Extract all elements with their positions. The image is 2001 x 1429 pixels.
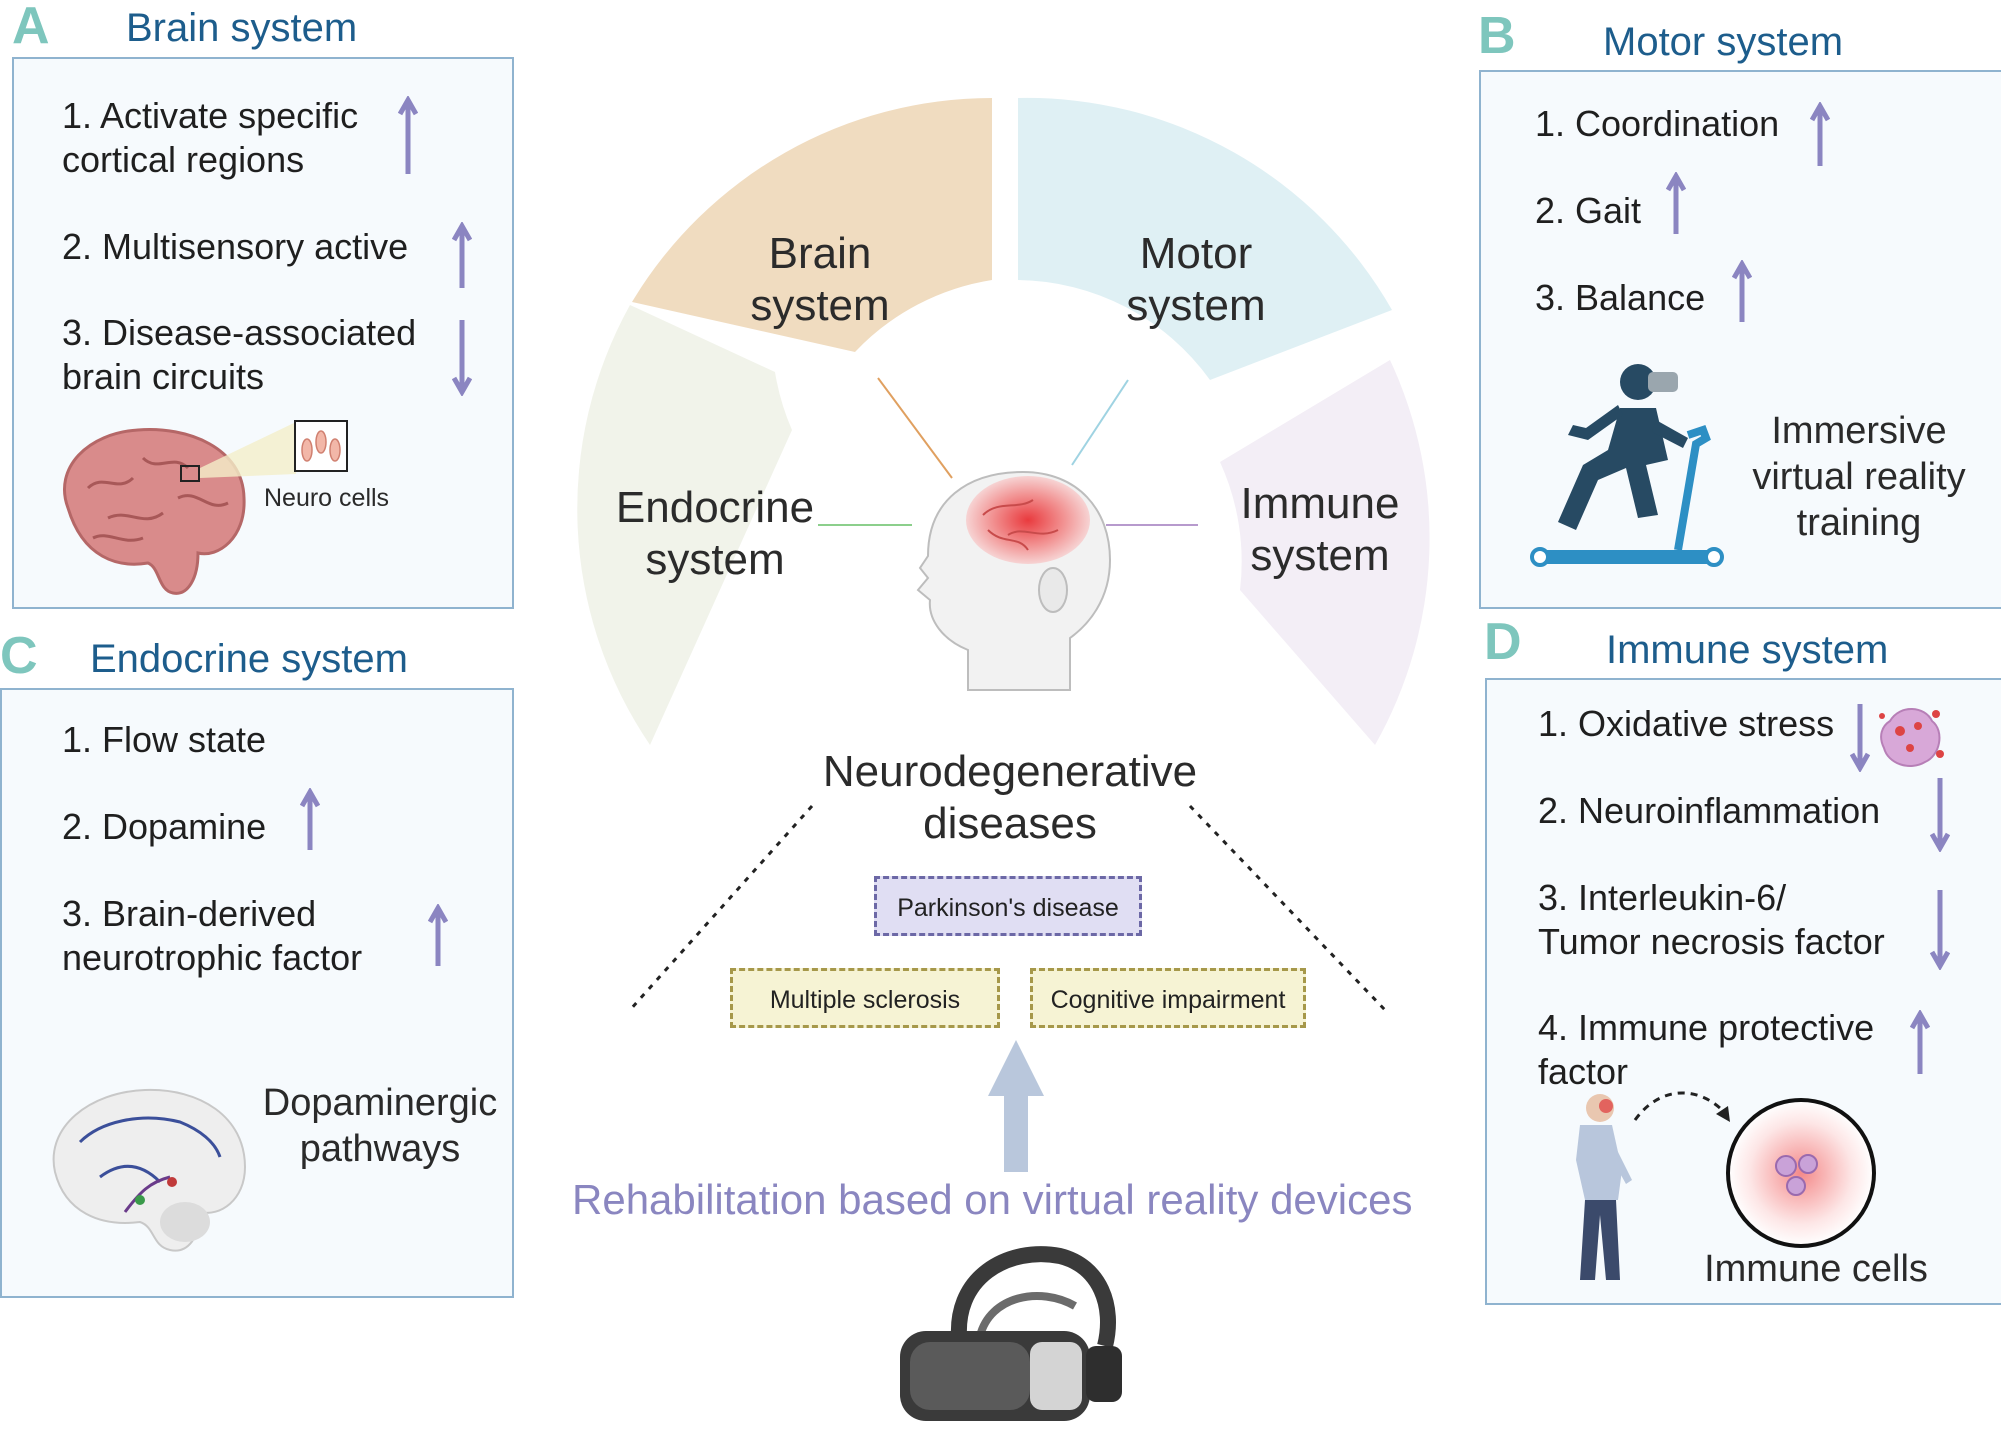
disease-parkinsons: Parkinson's disease bbox=[874, 876, 1142, 936]
panel-b-letter: B bbox=[1478, 7, 1516, 65]
wedge-label-motor: Motor system bbox=[1126, 229, 1266, 330]
panel-b-item-3: 3. Balance bbox=[1535, 277, 1706, 318]
oxidative-cell-icon bbox=[1879, 708, 1944, 767]
up-arrow-icon bbox=[300, 788, 320, 850]
down-arrow-icon bbox=[1930, 890, 1950, 970]
disease-cognitive-impairment: Cognitive impairment bbox=[1030, 968, 1306, 1028]
down-arrow-icon bbox=[1930, 778, 1950, 852]
panel-c-item-2: 2. Dopamine bbox=[62, 806, 267, 847]
vr-training-label: Immersive virtual reality training bbox=[1752, 410, 1966, 544]
panel-a-item-1: 1. Activate specific cortical regions bbox=[62, 95, 359, 180]
dotted-lines bbox=[628, 804, 1387, 1012]
panel-a-letter: A bbox=[12, 0, 50, 55]
head-illustration-icon bbox=[916, 470, 1112, 691]
immune-wedge bbox=[1220, 360, 1430, 745]
disease-multiple-sclerosis: Multiple sclerosis bbox=[730, 968, 1000, 1028]
down-arrow-icon bbox=[1850, 704, 1870, 772]
panel-b-item-1: 1. Coordination bbox=[1535, 103, 1780, 144]
panel-c-title: Endocrine system bbox=[90, 637, 408, 681]
up-arrow-icon bbox=[1810, 102, 1830, 166]
up-arrow-icon bbox=[1666, 172, 1686, 234]
up-arrow-icon bbox=[1732, 260, 1752, 322]
down-arrow-icon bbox=[452, 320, 472, 396]
panel-d-letter: D bbox=[1484, 613, 1522, 671]
panel-c-letter: C bbox=[0, 627, 38, 685]
vr-headset-icon bbox=[900, 1246, 1122, 1421]
system-fan-diagram bbox=[577, 97, 1430, 745]
panel-c-item-1: 1. Flow state bbox=[62, 719, 267, 760]
dopaminergic-brain-icon bbox=[52, 1088, 247, 1252]
panel-d-item-1: 1. Oxidative stress bbox=[1538, 703, 1835, 744]
neuro-cells-label: Neuro cells bbox=[264, 484, 390, 512]
up-arrow-icon bbox=[1910, 1010, 1930, 1074]
panel-a-item-2: 2. Multisensory active bbox=[62, 226, 409, 267]
motor-connector bbox=[1071, 379, 1129, 466]
brain-connector bbox=[877, 377, 953, 479]
panel-d-title: Immune system bbox=[1606, 628, 1889, 672]
wedge-label-endocrine: Endocrine system bbox=[615, 483, 815, 584]
motor-wedge bbox=[1018, 97, 1392, 381]
dopaminergic-pathways-label: Dopaminergic pathways bbox=[262, 1082, 498, 1170]
neurodegenerative-title: Neurodegenerative diseases bbox=[822, 747, 1198, 848]
panel-d-item-3: 3. Interleukin-6/ Tumor necrosis factor bbox=[1538, 877, 1885, 962]
panel-c-item-3: 3. Brain-derived neurotrophic factor bbox=[62, 893, 363, 978]
immune-cells-icon bbox=[1726, 1098, 1876, 1248]
wedge-label-brain: Brain system bbox=[750, 229, 890, 330]
up-arrow-big-icon bbox=[988, 1040, 1044, 1172]
endocrine-wedge bbox=[577, 305, 792, 745]
zoom-wedge-icon bbox=[200, 422, 296, 478]
panel-b-title: Motor system bbox=[1603, 20, 1844, 64]
panel-d-item-2: 2. Neuroinflammation bbox=[1538, 790, 1881, 831]
neuro-cells-icon bbox=[294, 420, 348, 472]
treadmill-runner-icon bbox=[1530, 364, 1724, 567]
panel-b-item-2: 2. Gait bbox=[1535, 190, 1642, 231]
panel-a-title: Brain system bbox=[126, 6, 358, 50]
up-arrow-icon bbox=[398, 96, 418, 174]
elderly-person-icon bbox=[1576, 1094, 1632, 1280]
brain-wedge bbox=[632, 98, 992, 352]
rehab-label: Rehabilitation based on virtual reality … bbox=[572, 1176, 1413, 1223]
immune-cells-label: Immune cells bbox=[1704, 1248, 1928, 1290]
up-arrow-icon bbox=[428, 904, 448, 966]
panel-a-item-3: 3. Disease-associated brain circuits bbox=[62, 312, 417, 397]
brain-illustration-icon bbox=[63, 428, 246, 595]
curved-dashed-arrow-icon bbox=[1633, 1091, 1730, 1122]
up-arrow-icon bbox=[452, 222, 472, 288]
panel-d-item-4: 4. Immune protective factor bbox=[1538, 1007, 1875, 1092]
wedge-label-immune: Immune system bbox=[1240, 479, 1400, 580]
